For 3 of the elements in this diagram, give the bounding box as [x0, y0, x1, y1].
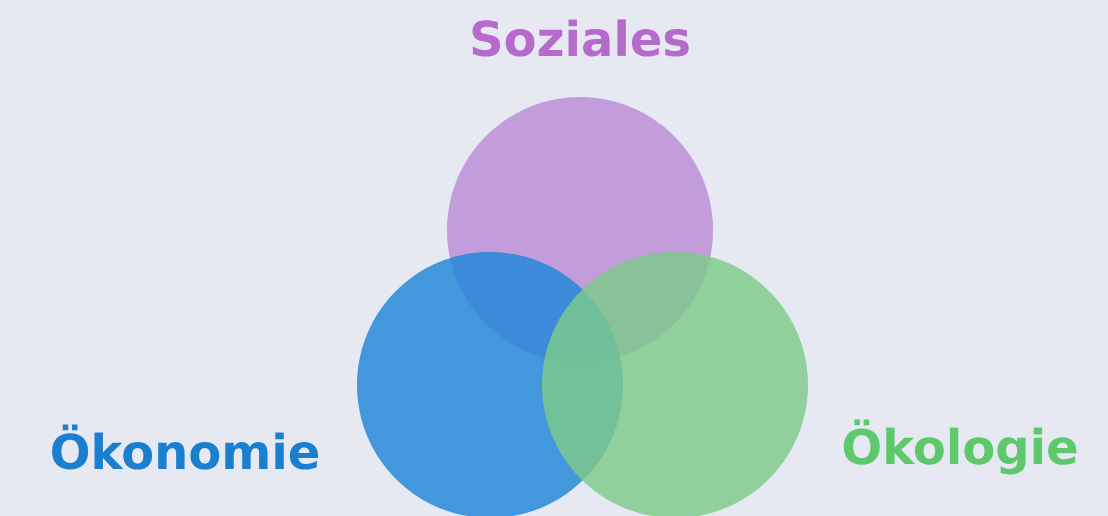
circle-label: Soziales	[472, 19, 689, 57]
circle-label: Ökologie	[843, 419, 1077, 475]
circle-label: Ökonomie	[52, 424, 319, 470]
